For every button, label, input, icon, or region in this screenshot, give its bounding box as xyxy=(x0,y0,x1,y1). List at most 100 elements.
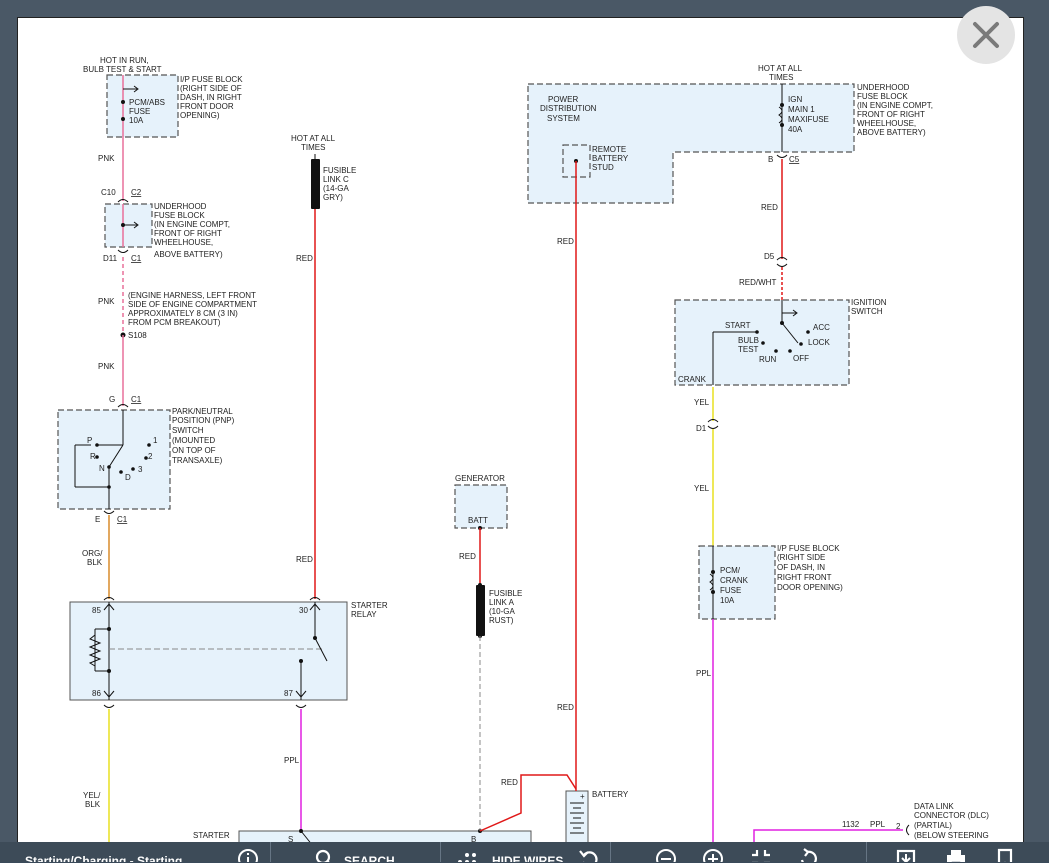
label-fusible-link-a-0: FUSIBLE xyxy=(489,589,522,598)
label-pnk-2: PNK xyxy=(98,297,115,306)
label-red-2: RED xyxy=(296,555,313,564)
label-hot-at-all-times-2-1: TIMES xyxy=(769,73,793,82)
wire-ppl-dlc xyxy=(753,829,903,843)
label-red-7: RED xyxy=(761,203,778,212)
label-fusible-link-c-1: LINK C xyxy=(323,175,349,184)
bookmark-icon[interactable] xyxy=(994,848,1016,862)
label-ip-fuse-block-1-1: (RIGHT SIDE OF xyxy=(180,84,242,93)
zoom-out-icon[interactable] xyxy=(655,848,677,862)
label-bulb-test-0: BULB xyxy=(738,336,759,345)
label-starter: STARTER xyxy=(193,831,230,840)
label-underhood-1-0: UNDERHOOD xyxy=(154,202,207,211)
label-pcm-abs-fuse-0: PCM/ABS xyxy=(129,98,165,107)
label-underhood-2-1: FUSE BLOCK xyxy=(857,92,908,101)
label-pin86: 86 xyxy=(92,689,101,698)
fit-screen-icon[interactable] xyxy=(750,848,772,862)
label-pnp-2: SWITCH xyxy=(172,426,204,435)
label-crank: CRANK xyxy=(678,375,707,384)
label-pin85: 85 xyxy=(92,606,101,615)
label-red-5: RED xyxy=(557,237,574,246)
label-ip-fuse-block-2-0: I/P FUSE BLOCK xyxy=(777,544,840,553)
label-battery: BATTERY xyxy=(592,790,629,799)
label-g: G xyxy=(109,395,115,404)
label-dlc-0: DATA LINK xyxy=(914,802,954,811)
hide-wires-button[interactable]: HIDE WIRES xyxy=(492,854,564,862)
label-pcm-abs-fuse-1: FUSE xyxy=(129,107,150,116)
power-distribution-system xyxy=(527,83,855,204)
search-icon[interactable] xyxy=(314,848,336,862)
undo-icon[interactable] xyxy=(578,848,600,862)
label-off: OFF xyxy=(793,354,809,363)
label-pin87: 87 xyxy=(284,689,293,698)
label-pcm-crank-2: FUSE xyxy=(720,586,741,595)
wire-red-battery-solenoid xyxy=(479,774,577,832)
label-yel-2: YEL xyxy=(694,484,710,493)
label-underhood-1-1: FUSE BLOCK xyxy=(154,211,205,220)
label-pcm-abs-fuse-2: 10A xyxy=(129,116,144,125)
fusible-link-c xyxy=(311,159,320,209)
info-icon[interactable] xyxy=(237,848,259,862)
label-c2: C2 xyxy=(131,188,142,197)
label-d11: D11 xyxy=(103,254,118,263)
label-ip-fuse-block-1-4: OPENING) xyxy=(180,111,220,120)
label-ignition-switch-1: SWITCH xyxy=(851,307,883,316)
label-pnp-4: ON TOP OF xyxy=(172,446,216,455)
label-starter-relay-1: RELAY xyxy=(351,610,377,619)
label-pnp-5: TRANSAXLE) xyxy=(172,456,223,465)
label-starter-relay-0: STARTER xyxy=(351,601,388,610)
label-1: 1 xyxy=(153,436,158,445)
label-b-c5: B xyxy=(768,155,773,164)
label-underhood-2-2: (IN ENGINE COMPT, xyxy=(857,101,933,110)
label-underhood-2-0: UNDERHOOD xyxy=(857,83,910,92)
fusible-link-a xyxy=(476,585,485,636)
label-pin2: 2 xyxy=(896,822,901,831)
label-fusible-link-c-0: FUSIBLE xyxy=(323,166,356,175)
label-pcm-crank-3: 10A xyxy=(720,596,735,605)
label-p: P xyxy=(87,436,92,445)
print-icon[interactable] xyxy=(945,848,967,862)
label-ip-fuse-block-2-3: RIGHT FRONT xyxy=(777,573,832,582)
close-button[interactable] xyxy=(957,6,1015,64)
label-remote-stud-0: REMOTE xyxy=(592,145,626,154)
hide-wires-icon[interactable] xyxy=(455,848,481,862)
label-d: D xyxy=(125,473,131,482)
ip-fuse-block-1 xyxy=(106,74,179,138)
label-lock: LOCK xyxy=(808,338,830,347)
label-power-dist-1: DISTRIBUTION xyxy=(540,104,597,113)
label-s108: S108 xyxy=(128,331,147,340)
label-underhood-2-5: ABOVE BATTERY) xyxy=(857,128,926,137)
close-icon xyxy=(973,22,999,48)
label-yel-blk-0: YEL/ xyxy=(83,791,101,800)
label-ip-fuse-block-2-2: OF DASH, IN xyxy=(777,563,825,572)
label-1132: 1132 xyxy=(842,820,860,829)
label-pnk-3: PNK xyxy=(98,362,115,371)
wiring-diagram-sheet: HOT IN RUN, BULB TEST & START PCM/ABS FU… xyxy=(17,17,1024,862)
label-ign-main-2: MAXIFUSE xyxy=(788,115,829,124)
rotate-icon[interactable] xyxy=(798,848,820,862)
label-remote-stud-1: BATTERY xyxy=(592,154,629,163)
zoom-in-icon[interactable] xyxy=(702,848,724,862)
label-pcm-crank-0: PCM/ xyxy=(720,566,741,575)
label-c10: C10 xyxy=(101,188,116,197)
label-engine-harness-0: (ENGINE HARNESS, LEFT FRONT xyxy=(128,291,256,300)
label-red-6: RED xyxy=(557,703,574,712)
label-c1-a: C1 xyxy=(131,254,142,263)
label-pin30: 30 xyxy=(299,606,308,615)
label-yel-1: YEL xyxy=(694,398,710,407)
label-c1-b: C1 xyxy=(131,395,142,404)
label-bulb-test-start: BULB TEST & START xyxy=(83,65,162,74)
starter-relay xyxy=(69,601,348,701)
label-ign-main-0: IGN xyxy=(788,95,802,104)
label-underhood-1-2: (IN ENGINE COMPT, xyxy=(154,220,230,229)
ip-fuse-block-2 xyxy=(698,545,776,620)
label-2: 2 xyxy=(148,452,153,461)
download-icon[interactable] xyxy=(895,848,917,862)
search-button[interactable]: SEARCH xyxy=(344,854,395,862)
wiring-diagram: HOT IN RUN, BULB TEST & START PCM/ABS FU… xyxy=(57,56,989,852)
label-ppl-1: PPL xyxy=(284,756,300,765)
label-ppl-3: PPL xyxy=(870,820,886,829)
label-ip-fuse-block-1-0: I/P FUSE BLOCK xyxy=(180,75,243,84)
label-org-blk-1: BLK xyxy=(87,558,103,567)
label-b: B xyxy=(471,835,476,844)
